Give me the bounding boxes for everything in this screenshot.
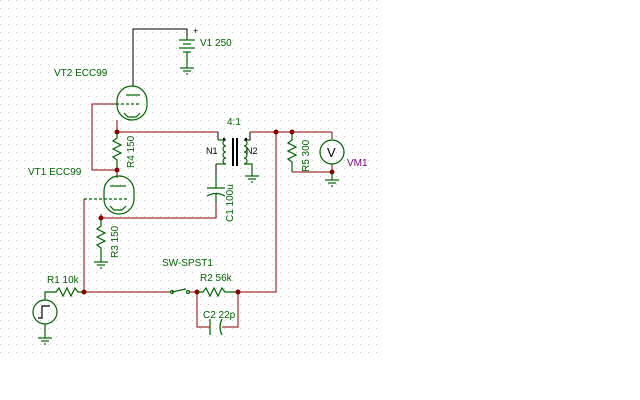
resistor-r4[interactable] (111, 134, 123, 170)
r2-label: R2 56k (200, 273, 233, 284)
wire-b-plus (132, 28, 188, 86)
battery-plus-sign: + (193, 26, 198, 36)
wire-feedback (238, 132, 277, 293)
battery-v1[interactable]: + (179, 26, 198, 68)
tube-vt2[interactable] (116, 85, 148, 121)
switch-label: SW-SPST1 (162, 258, 213, 269)
capacitor-c2[interactable] (209, 318, 223, 336)
transformer-ratio-label: 4:1 (227, 117, 241, 128)
n1-label: N1 (206, 146, 218, 156)
v1-label: V1 250 (200, 38, 232, 49)
r3-label: R3 150 (110, 225, 121, 258)
resistor-r2[interactable] (197, 286, 238, 298)
wire-vt1-cathode-rail (101, 203, 217, 219)
c2-label: C2 22p (203, 310, 236, 321)
ground-icon (38, 337, 52, 345)
r5-label: R5 300 (301, 139, 312, 172)
capacitor-c1[interactable] (206, 175, 226, 203)
vt2-label: VT2 ECC99 (54, 68, 108, 79)
tube-vt1[interactable] (84, 175, 135, 215)
schematic-grid (0, 0, 384, 360)
r1-label: R1 10k (47, 275, 80, 286)
vt1-label: VT1 ECC99 (28, 167, 82, 178)
wire-vt2-grid (91, 103, 117, 171)
transformer-icon[interactable] (215, 132, 253, 176)
resistor-r3[interactable] (95, 220, 107, 262)
ground-icon (180, 67, 194, 75)
switch-sw-spst1[interactable] (169, 288, 191, 295)
resistor-r5[interactable] (286, 134, 298, 172)
vm1-label: VM1 (347, 158, 368, 169)
ground-icon (325, 179, 339, 187)
ground-icon (94, 261, 108, 269)
c1-label: C1 100u (225, 184, 236, 222)
resistor-r1[interactable] (52, 286, 84, 298)
r4-label: R4 150 (126, 135, 137, 168)
voltmeter-v-glyph: V (327, 145, 336, 160)
ground-icon (245, 175, 259, 183)
n2-label: N2 (246, 146, 258, 156)
